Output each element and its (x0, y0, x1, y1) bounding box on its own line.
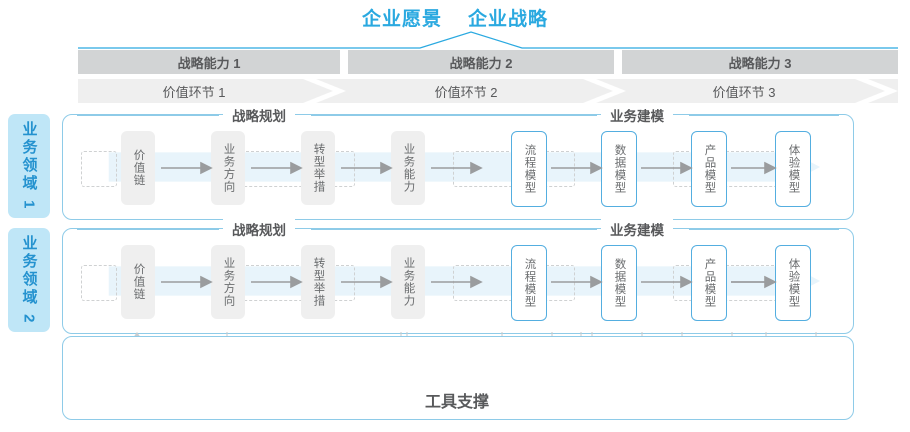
section-title-planning-1: 战略规划 (223, 105, 295, 125)
modeling-line-right-2 (689, 229, 839, 230)
strategic-capability-bar: 战略能力 1 战略能力 2 战略能力 3 (78, 50, 898, 74)
node-business-capability-2[interactable]: 业务能力 (391, 245, 425, 319)
node-label-business-direction-2: 业务方向 (222, 257, 235, 307)
value-stage-label-2: 价值环节 2 (434, 84, 498, 100)
capability-cell-3[interactable]: 战略能力 3 (622, 50, 898, 74)
node-label-business-direction-1: 业务方向 (222, 143, 235, 193)
node-business-capability-1[interactable]: 业务能力 (391, 131, 425, 205)
node-value-chain-2[interactable]: 价值链 (121, 245, 155, 319)
planning-line-right-1 (311, 115, 597, 116)
diagram-title-row: 企业愿景 企业战略 (0, 4, 910, 30)
flow-arrows-2 (161, 275, 777, 289)
node-product-model-1[interactable]: 产品模型 (691, 131, 727, 207)
value-stage-bar: 价值环节 1 价值环节 2 价值环节 3 (78, 79, 898, 103)
capability-cell-2[interactable]: 战略能力 2 (348, 50, 614, 74)
node-value-chain-1[interactable]: 价值链 (121, 131, 155, 205)
business-domain-label-1: 业务领域 1 (20, 120, 38, 212)
business-domain-label-2: 业务领域 2 (20, 234, 38, 326)
node-business-direction-1[interactable]: 业务方向 (211, 131, 245, 205)
node-label-transformation-measures-1: 转型举措 (312, 143, 325, 193)
modeling-line-right-1 (689, 115, 839, 116)
planning-line-right-2 (311, 229, 597, 230)
capability-label-2: 战略能力 2 (449, 55, 513, 71)
value-stage-background (78, 79, 898, 103)
sidebar-item-business-domain-1[interactable]: 业务领域 1 (8, 114, 50, 218)
node-transformation-measures-1[interactable]: 转型举措 (301, 131, 335, 205)
node-experience-model-1[interactable]: 体验模型 (775, 131, 811, 207)
placeholder-box-1a (81, 151, 117, 187)
placeholder-box-2a (81, 265, 117, 301)
business-domain-row-1: 战略规划 业务建模 价值链 业务方向 转型举措 业务能力 流程模型 数据模型 产… (62, 105, 854, 220)
enterprise-vision-title: 企业愿景 (361, 8, 442, 30)
flow-band-1 (108, 145, 821, 189)
node-label-value-chain-2: 价值链 (132, 263, 145, 301)
sidebar-item-business-domain-2[interactable]: 业务领域 2 (8, 228, 50, 332)
planning-line-left-1 (77, 115, 219, 116)
tool-support-label: 工具支撑 (424, 394, 489, 411)
value-stage-label-1: 价值环节 1 (162, 84, 226, 100)
node-product-model-2[interactable]: 产品模型 (691, 245, 727, 321)
node-label-product-model-1: 产品模型 (703, 144, 716, 194)
node-label-process-model-2: 流程模型 (523, 258, 536, 308)
node-data-model-2[interactable]: 数据模型 (601, 245, 637, 321)
node-label-business-capability-2: 业务能力 (402, 257, 415, 307)
value-stage-cell-3[interactable]: 价值环节 3 (626, 79, 862, 103)
section-title-planning-2: 战略规划 (223, 219, 295, 239)
capability-label-1: 战略能力 1 (177, 55, 241, 71)
capability-cell-1[interactable]: 战略能力 1 (78, 50, 340, 74)
node-data-model-1[interactable]: 数据模型 (601, 131, 637, 207)
node-label-value-chain-1: 价值链 (132, 149, 145, 187)
value-stage-cell-1[interactable]: 价值环节 1 (78, 79, 310, 103)
node-label-product-model-2: 产品模型 (703, 258, 716, 308)
node-label-experience-model-2: 体验模型 (787, 258, 800, 308)
title-peak-connector (0, 30, 910, 50)
enterprise-strategy-title: 企业战略 (468, 8, 549, 30)
flow-band-2 (108, 259, 821, 303)
value-stage-label-3: 价值环节 3 (712, 84, 776, 100)
node-transformation-measures-2[interactable]: 转型举措 (301, 245, 335, 319)
node-label-business-capability-1: 业务能力 (402, 143, 415, 193)
planning-line-left-2 (77, 229, 219, 230)
capability-divider-2 (614, 50, 622, 74)
node-process-model-2[interactable]: 流程模型 (511, 245, 547, 321)
node-label-transformation-measures-2: 转型举措 (312, 257, 325, 307)
section-title-modeling-2: 业务建模 (601, 219, 673, 239)
node-process-model-1[interactable]: 流程模型 (511, 131, 547, 207)
flow-arrows-1 (161, 161, 777, 175)
section-title-modeling-1: 业务建模 (601, 105, 673, 125)
node-experience-model-2[interactable]: 体验模型 (775, 245, 811, 321)
business-domain-row-2: 战略规划 业务建模 价值链 业务方向 转型举措 业务能力 流程模型 数据模型 产… (62, 219, 854, 334)
capability-label-3: 战略能力 3 (728, 55, 792, 71)
node-label-process-model-1: 流程模型 (523, 144, 536, 194)
value-stage-cell-2[interactable]: 价值环节 2 (346, 79, 586, 103)
node-label-data-model-1: 数据模型 (613, 144, 626, 194)
capability-divider-1 (340, 50, 348, 74)
tool-support-container (62, 336, 854, 420)
node-business-direction-2[interactable]: 业务方向 (211, 245, 245, 319)
node-label-experience-model-1: 体验模型 (787, 144, 800, 194)
node-label-data-model-2: 数据模型 (613, 258, 626, 308)
